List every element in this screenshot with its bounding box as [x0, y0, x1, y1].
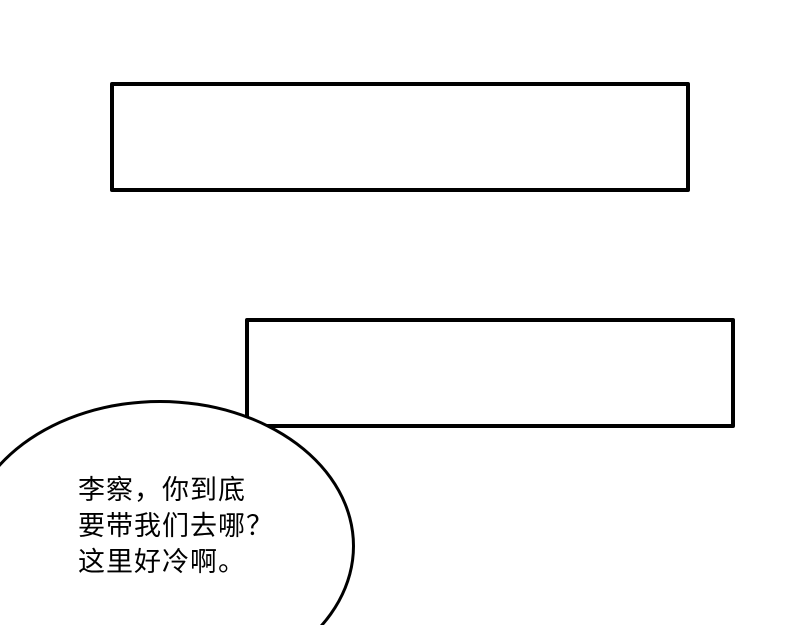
speech-line-1: 李察，你到底: [78, 475, 246, 505]
speech-bubble-text: 李察，你到底 要带我们去哪？ 这里好冷啊。: [78, 472, 274, 580]
speech-line-3: 这里好冷啊。: [78, 547, 246, 577]
caption-box-middle: [245, 318, 735, 428]
speech-line-2: 要带我们去哪？: [78, 511, 274, 541]
caption-box-top: [110, 82, 690, 192]
